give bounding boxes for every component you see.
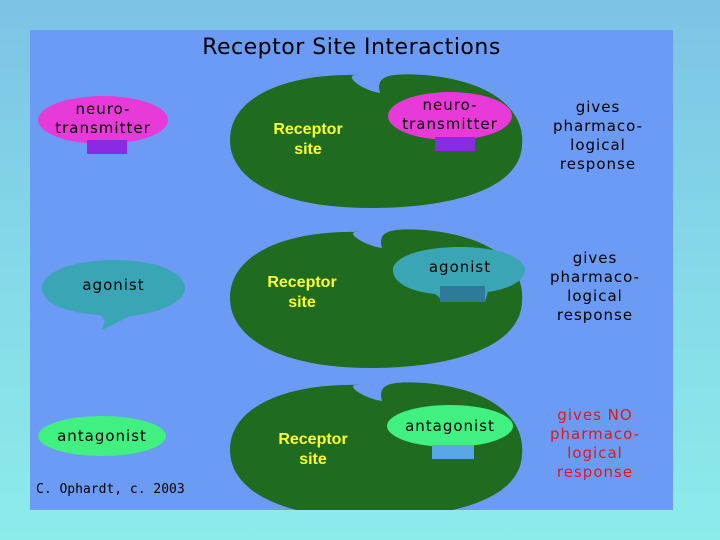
bound-label-2: agonist [395,258,525,277]
response-label-1: gives pharmaco- logical response [533,98,663,174]
ligand-label-3: antagonist [38,427,166,446]
ligand-label-1: neuro- transmitter [40,100,166,138]
bound-agonist-tab [440,286,485,302]
receptor-label-3: Receptor site [255,430,371,470]
diagram-panel: Receptor Site Interactions neuro- transm… [30,30,673,510]
credit-text: C. Ophardt, c. 2003 [36,482,185,497]
bound-neurotransmitter-tab [435,137,475,151]
neurotransmitter-tab [87,140,127,154]
receptor-label-1: Receptor site [250,120,366,160]
receptor-label-2: Receptor site [244,273,360,313]
bound-label-1: neuro- transmitter [388,96,512,134]
bound-label-3: antagonist [387,417,513,436]
response-label-3: gives NO pharmaco- logical response [530,406,660,482]
ligand-label-2: agonist [42,276,185,295]
bound-antagonist-tab [432,445,474,459]
ligand-agonist [42,260,185,330]
response-label-2: gives pharmaco- logical response [530,249,660,325]
diagram-title: Receptor Site Interactions [30,35,673,60]
